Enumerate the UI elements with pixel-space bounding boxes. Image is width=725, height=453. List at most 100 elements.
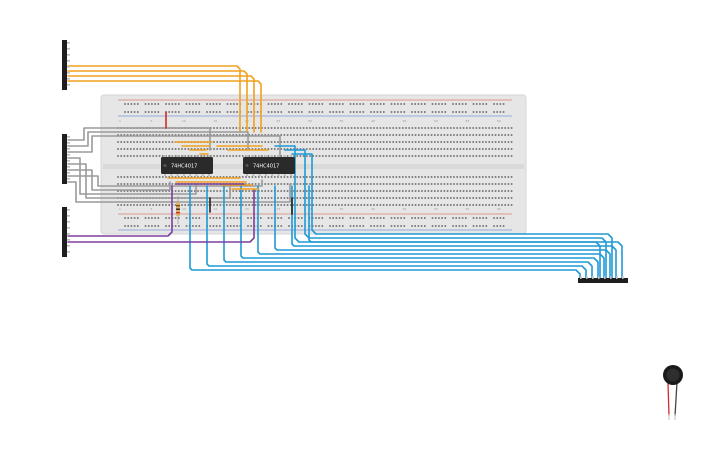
hole bbox=[338, 176, 340, 178]
hole bbox=[146, 155, 148, 157]
hole bbox=[309, 183, 311, 185]
hole bbox=[264, 134, 266, 136]
hole bbox=[233, 111, 235, 113]
hole bbox=[248, 127, 250, 129]
hole bbox=[498, 155, 500, 157]
hole bbox=[488, 148, 490, 150]
hole bbox=[130, 155, 132, 157]
hole bbox=[475, 127, 478, 129]
hole bbox=[403, 103, 406, 105]
hole bbox=[309, 204, 311, 206]
gray-wire bbox=[67, 157, 197, 195]
hole bbox=[360, 190, 362, 192]
hole bbox=[267, 204, 270, 206]
hole bbox=[440, 176, 442, 178]
hole bbox=[283, 148, 286, 150]
hole bbox=[341, 197, 343, 199]
purple-wire bbox=[67, 189, 255, 243]
hole bbox=[363, 141, 366, 143]
hole bbox=[341, 141, 343, 143]
hole bbox=[165, 141, 167, 143]
hole bbox=[293, 127, 295, 129]
hole bbox=[302, 176, 305, 178]
hole bbox=[155, 190, 158, 192]
hole bbox=[251, 134, 254, 136]
hole bbox=[133, 134, 135, 136]
hole bbox=[136, 148, 138, 150]
column-number: 15 bbox=[214, 119, 218, 123]
hole bbox=[123, 204, 126, 206]
hole bbox=[318, 155, 321, 157]
hole bbox=[136, 204, 138, 206]
hole bbox=[510, 155, 513, 157]
hole bbox=[373, 141, 375, 143]
hole bbox=[402, 127, 404, 129]
hole bbox=[152, 183, 154, 185]
hole bbox=[321, 103, 324, 105]
hole bbox=[315, 183, 318, 185]
header-pin bbox=[67, 84, 70, 86]
hole bbox=[485, 217, 488, 219]
hole bbox=[245, 176, 247, 178]
hole bbox=[184, 155, 186, 157]
hole bbox=[507, 134, 510, 136]
hole bbox=[510, 183, 513, 185]
hole bbox=[302, 127, 305, 129]
hole bbox=[251, 204, 254, 206]
hole bbox=[382, 190, 385, 192]
blue-wire bbox=[291, 185, 617, 280]
hole bbox=[459, 197, 462, 199]
hole bbox=[274, 111, 276, 113]
hole bbox=[296, 127, 298, 129]
hole bbox=[424, 111, 426, 113]
hole bbox=[251, 176, 254, 178]
hole bbox=[286, 141, 289, 143]
hole bbox=[347, 134, 350, 136]
hole bbox=[418, 183, 420, 185]
hole bbox=[430, 141, 433, 143]
motor-disc-center bbox=[666, 368, 680, 382]
header-pin bbox=[598, 276, 600, 279]
hole bbox=[465, 111, 467, 113]
hole bbox=[250, 103, 252, 105]
terminal-row bbox=[117, 176, 513, 178]
hole bbox=[325, 197, 327, 199]
hole bbox=[325, 141, 327, 143]
hole bbox=[466, 148, 468, 150]
hole bbox=[190, 190, 193, 192]
hole bbox=[334, 141, 337, 143]
hole bbox=[254, 127, 257, 129]
hole bbox=[405, 190, 407, 192]
hole bbox=[283, 204, 286, 206]
hole bbox=[488, 134, 490, 136]
hole bbox=[376, 103, 379, 105]
hole bbox=[190, 134, 193, 136]
hole bbox=[357, 127, 359, 129]
hole bbox=[306, 155, 308, 157]
hole bbox=[315, 111, 317, 113]
hole bbox=[293, 204, 295, 206]
hole bbox=[322, 134, 324, 136]
hole bbox=[376, 217, 379, 219]
hole bbox=[325, 183, 327, 185]
hole bbox=[344, 204, 346, 206]
hole bbox=[485, 134, 487, 136]
hole bbox=[373, 197, 375, 199]
hole bbox=[277, 183, 279, 185]
hole bbox=[332, 225, 334, 227]
hole bbox=[215, 111, 218, 113]
hole bbox=[418, 176, 420, 178]
hole bbox=[188, 111, 191, 113]
hole bbox=[286, 127, 289, 129]
hole bbox=[236, 217, 238, 219]
hole bbox=[299, 197, 302, 199]
hole bbox=[354, 197, 356, 199]
hole bbox=[258, 134, 260, 136]
hole bbox=[232, 127, 234, 129]
hole bbox=[498, 134, 500, 136]
hole bbox=[139, 190, 142, 192]
hole bbox=[395, 134, 398, 136]
hole bbox=[438, 225, 440, 227]
hole bbox=[482, 197, 484, 199]
hole bbox=[130, 183, 132, 185]
